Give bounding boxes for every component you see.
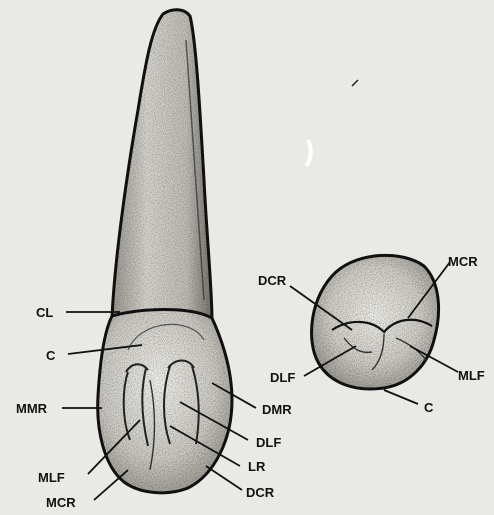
tooth-crown-lingual: [96, 305, 236, 500]
leader-dcr-left: [206, 466, 242, 490]
leader-mcr-left: [94, 470, 128, 500]
label-mlf-right: MLF: [458, 368, 485, 383]
paper-mark: [352, 80, 358, 86]
label-c-right: C: [424, 400, 434, 415]
leader-c-right: [384, 390, 418, 404]
label-mcr-left: MCR: [46, 495, 76, 510]
label-dlf-left: DLF: [256, 435, 281, 450]
label-dlf-right: DLF: [270, 370, 295, 385]
tooth-occlusal-view: [305, 248, 445, 393]
label-cl: CL: [36, 305, 53, 320]
label-mmr: MMR: [16, 401, 48, 416]
paper-mark: [306, 140, 311, 166]
label-mlf-left: MLF: [38, 470, 65, 485]
label-mcr-right: MCR: [448, 254, 478, 269]
label-dcr-right: DCR: [258, 273, 287, 288]
tooth-root: [110, 10, 216, 322]
label-lr: LR: [248, 459, 266, 474]
label-dmr: DMR: [262, 402, 292, 417]
label-dcr-left: DCR: [246, 485, 275, 500]
label-c-left: C: [46, 348, 56, 363]
